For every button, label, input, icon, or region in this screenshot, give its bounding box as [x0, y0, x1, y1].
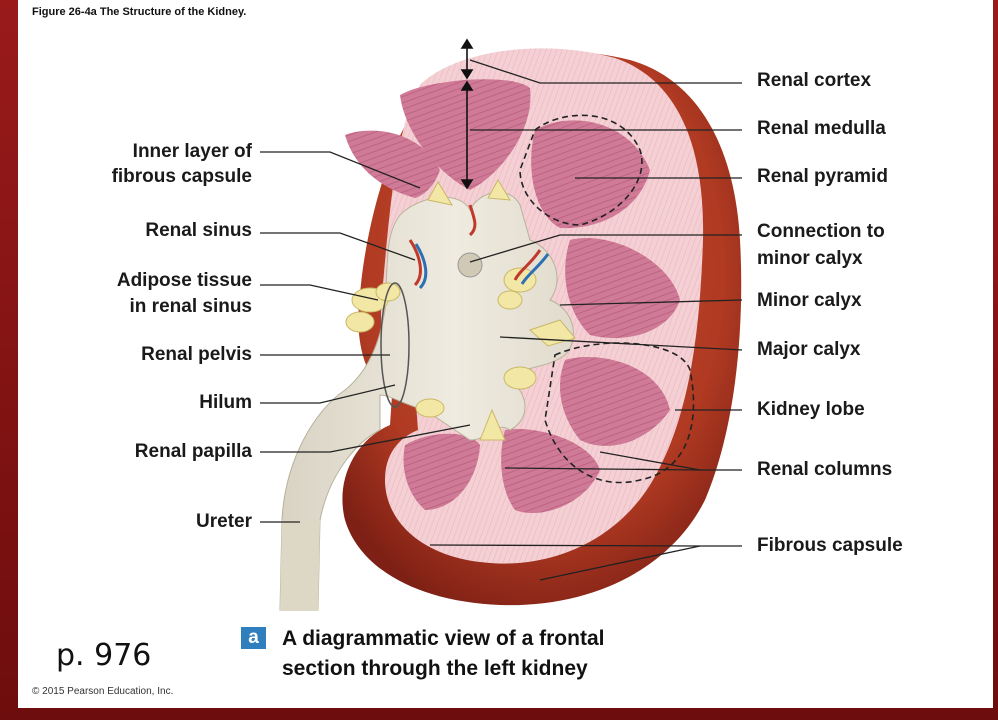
ureter-shape: [280, 520, 320, 610]
label-adipose-line2: in renal sinus: [129, 296, 252, 317]
label-hilum: Hilum: [199, 392, 252, 413]
label-inner-layer-line1: Inner layer of: [132, 141, 252, 162]
label-connection-line1: Connection to: [757, 221, 885, 242]
caption-badge: a: [241, 627, 266, 649]
renal-pyramid-4: [565, 238, 680, 339]
measure-arrows: [460, 38, 474, 190]
label-inner-layer-line2: fibrous capsule: [111, 166, 252, 187]
connection-opening: [457, 252, 483, 278]
label-renal-columns: Renal columns: [757, 459, 893, 480]
label-renal-sinus: Renal sinus: [145, 220, 252, 241]
label-renal-medulla: Renal medulla: [757, 118, 886, 139]
adipose-tissue: [345, 267, 537, 418]
label-connection-line2: minor calyx: [757, 248, 863, 269]
label-renal-cortex: Renal cortex: [757, 70, 872, 91]
label-kidney-lobe: Kidney lobe: [757, 399, 865, 420]
label-ureter: Ureter: [196, 511, 252, 532]
label-renal-papilla: Renal papilla: [134, 441, 252, 462]
label-fibrous-capsule: Fibrous capsule: [757, 535, 903, 556]
hilum-outline: [380, 282, 410, 408]
renal-pyramid-2: [345, 130, 440, 198]
renal-pyramid-6: [501, 429, 600, 514]
renal-pyramid-5: [560, 357, 670, 446]
label-renal-pyramid: Renal pyramid: [757, 166, 888, 187]
caption-line1: A diagrammatic view of a frontal: [282, 627, 605, 650]
renal-pyramid-outline: [519, 114, 643, 226]
copyright-notice: © 2015 Pearson Education, Inc.: [32, 686, 174, 697]
label-renal-pelvis: Renal pelvis: [141, 344, 252, 365]
figure-title: Figure 26-4a The Structure of the Kidney…: [32, 6, 247, 18]
renal-pyramid-7: [403, 433, 480, 510]
page-reference: p. 976: [56, 638, 152, 673]
leader-lines-left: [260, 151, 471, 523]
renal-pyramid-1: [400, 79, 531, 190]
figure-caption: A diagrammatic view of a frontal section…: [282, 624, 604, 684]
label-major-calyx: Major calyx: [757, 339, 861, 360]
caption-line2: section through the left kidney: [282, 657, 588, 680]
blood-vessels: [408, 204, 550, 290]
leader-lines-right: [429, 59, 743, 581]
label-minor-calyx: Minor calyx: [757, 290, 862, 311]
renal-pyramid-3: [531, 120, 650, 229]
label-adipose-line1: Adipose tissue: [116, 270, 252, 291]
